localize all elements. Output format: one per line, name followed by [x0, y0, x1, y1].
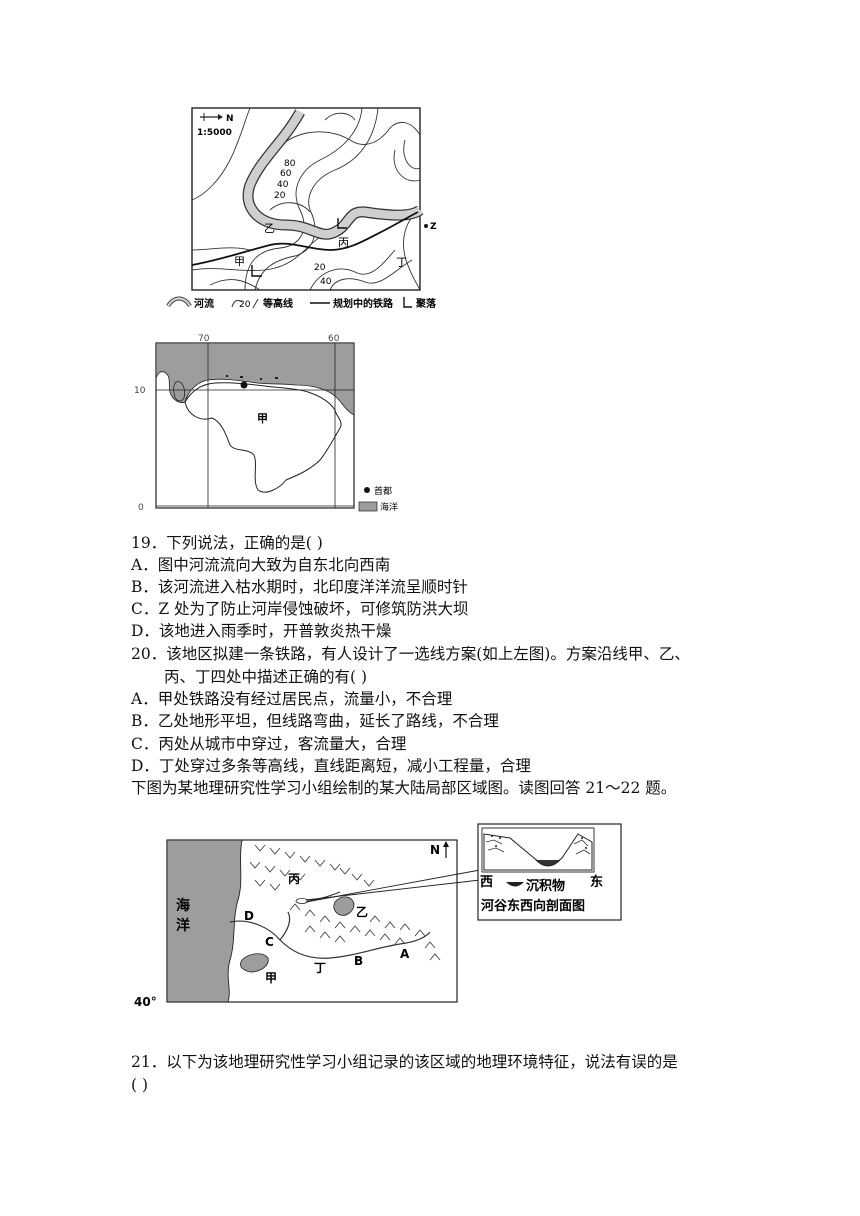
z-point-icon [424, 224, 428, 228]
question-20-option-a: A．甲处铁路没有经过居民点，流量小，不合理 [131, 690, 453, 708]
contour-label: 40 [320, 277, 332, 287]
question-20-option-c: C．丙处从城市中穿过，客流量大，合理 [131, 735, 407, 753]
lake-bing [295, 898, 309, 904]
place-label-ding: 丁 [314, 961, 326, 975]
settlement-icon [403, 297, 412, 308]
north-arrow-icon [200, 113, 223, 121]
latitude-label: 0 [138, 503, 144, 513]
country-outline [184, 382, 342, 493]
north-arrow-icon [443, 841, 449, 858]
question-20-option-d: D．丁处穿过多条等高线，直线距离短，减小工程量，合理 [131, 757, 531, 775]
map-scale: 1:5000 [197, 128, 232, 138]
contour-label: 20 [274, 191, 286, 201]
place-label-d: D [244, 909, 254, 923]
place-label-yi: 乙 [356, 905, 368, 919]
contour-label: 20 [314, 263, 326, 273]
legend: 河流 20 等高线 规划中的铁路 聚落 [166, 296, 437, 310]
lake-jia [240, 953, 269, 973]
mountain-range [249, 844, 441, 961]
capital-legend-icon [364, 487, 370, 493]
question-20-option-b: B．乙处地形平坦，但线路弯曲，延长了路线，不合理 [131, 712, 499, 730]
inset-title: 河谷东西向剖面图 [481, 898, 585, 914]
north-label: N [430, 843, 440, 857]
contour-label: 80 [284, 159, 296, 169]
place-label-bing: 丙 [338, 236, 349, 249]
place-label-bing: 丙 [288, 872, 300, 886]
legend-contour: 等高线 [263, 297, 293, 310]
inset-east-label: 东 [590, 874, 603, 890]
region-map-figure: 海 洋 丙 乙 D C 甲 丁 B [130, 820, 630, 1010]
country-map-figure: 70 60 10 0 甲 首都 海洋 [130, 330, 400, 520]
planned-railway [191, 211, 419, 266]
place-label-jia: 甲 [265, 971, 277, 985]
place-label-c: C [265, 935, 274, 949]
ocean-area [166, 839, 243, 1003]
question-20-stem: 20．该地区拟建一条铁路，有人设计了一选线方案(如上左图)。方案沿线甲、乙、 [131, 645, 690, 663]
question-19-option-b: B．该河流进入枯水期时，北印度洋洋流呈顺时针 [131, 578, 468, 596]
legend-capital: 首都 [374, 485, 392, 497]
legend-contour-number: 20 [239, 300, 251, 310]
legend-ocean: 海洋 [380, 501, 398, 513]
topographic-map-figure: N 1:5000 80 60 40 20 20 40 [150, 100, 480, 315]
legend-settlement: 聚落 [415, 297, 437, 310]
intro-questions-21-22: 下图为某地理研究性学习小组绘制的某大陆局部区域图。读图回答 21～22 题。 [131, 779, 677, 797]
place-label-jia: 甲 [234, 255, 245, 268]
latitude-label: 10 [134, 386, 146, 396]
place-label-ding: 丁 [396, 256, 407, 269]
place-label-z: Z [430, 222, 437, 232]
longitude-label: 60 [328, 334, 340, 344]
latitude-label: 40° [134, 995, 157, 1009]
contour-lines [191, 107, 421, 291]
ocean-legend-icon [358, 501, 378, 512]
north-label: N [226, 114, 234, 124]
question-19-option-a: A．图中河流流向大致为自东北向西南 [131, 556, 391, 574]
longitude-label: 70 [198, 334, 210, 344]
settlement-icon [251, 218, 347, 277]
question-19-option-c: C．Z 处为了防止河岸侵蚀破坏，可修筑防洪大坝 [131, 600, 469, 618]
question-21-stem: 21．以下为该地理研究性学习小组记录的该区域的地理环境特征，说法有误的是 [131, 1053, 678, 1071]
legend-railway: 规划中的铁路 [333, 297, 394, 310]
question-19-option-d: D．该地进入雨季时，开普敦炎热干燥 [131, 622, 392, 640]
legend-river: 河流 [194, 297, 214, 310]
ocean-label: 海 [176, 897, 190, 914]
inset-sediment-label: 沉积物 [526, 878, 565, 894]
question-21-stem-continued: ( ) [131, 1076, 149, 1094]
country-label: 甲 [257, 412, 268, 425]
contour-label: 60 [280, 169, 292, 179]
place-label-yi: 乙 [264, 222, 275, 235]
question-19-stem: 19．下列说法，正确的是( ) [131, 534, 323, 552]
sediment-legend-icon [506, 882, 524, 887]
lake-yi [333, 896, 355, 916]
capital-icon [240, 381, 248, 389]
place-label-a: A [400, 947, 410, 961]
contour-label: 40 [277, 180, 289, 190]
ocean-label: 洋 [176, 917, 190, 934]
question-20-stem-continued: 丙、丁四处中描述正确的有( ) [164, 668, 368, 686]
inset-west-label: 西 [480, 875, 493, 890]
valley-profile [483, 833, 593, 871]
place-label-b: B [354, 954, 363, 968]
